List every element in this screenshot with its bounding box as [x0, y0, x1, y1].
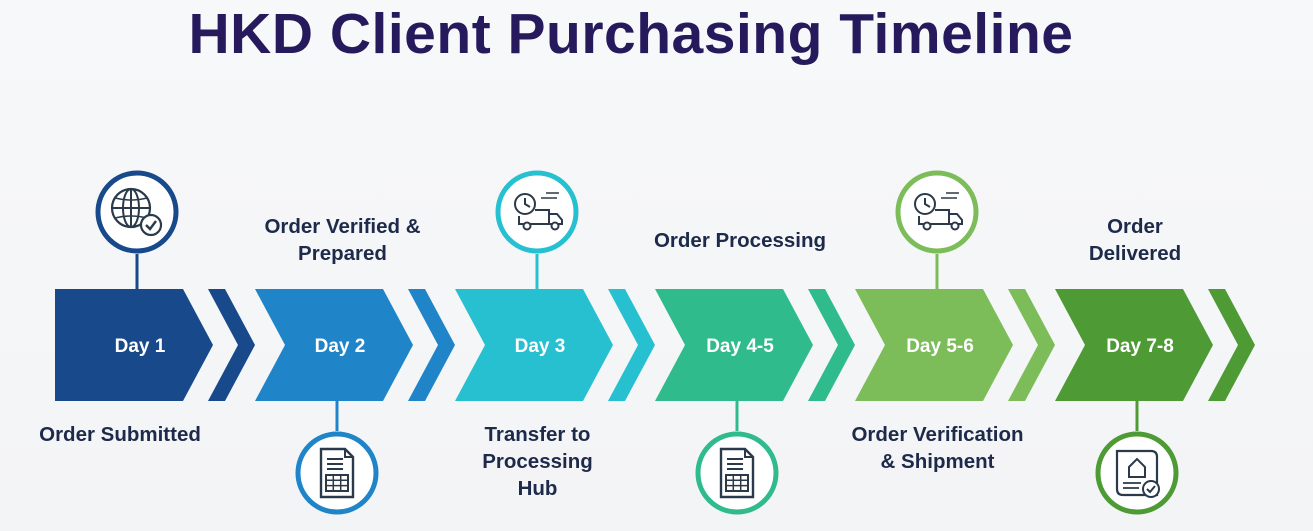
day-label-day7-8: Day 7-8 [1106, 336, 1174, 357]
stage-label-day3: Transfer to Processing Hub [482, 423, 593, 500]
day-label-day5-6: Day 5-6 [906, 336, 974, 357]
chevron-tail-day5-6 [1008, 289, 1055, 401]
delivery-truck-icon [914, 192, 963, 231]
day-label-day1: Day 1 [115, 336, 166, 357]
day-label-day3: Day 3 [515, 336, 566, 357]
chevron-tail-day2 [408, 289, 455, 401]
stage-label-day7-8: Order Delivered [1088, 215, 1182, 265]
delivery-truck-icon [514, 192, 563, 231]
chevron-day7-8 [1055, 289, 1213, 401]
home-document-icon [1115, 449, 1160, 498]
chevron-day5-6 [855, 289, 1013, 401]
stage-label-day4-5: Order Processing [653, 229, 827, 252]
chevron-tail-day1 [208, 289, 255, 401]
page-title: HKD Client Purchasing Timeline [188, 2, 1074, 66]
icon-circle-day1 [95, 170, 179, 254]
chevron-tail-day3 [608, 289, 655, 401]
chevron-tail-day4-5 [808, 289, 855, 401]
chevron-day4-5 [655, 289, 813, 401]
stage-label-day1: Order Submitted [39, 423, 201, 446]
chevron-day2 [255, 289, 413, 401]
stage-label-day2: Order Verified & Prepared [264, 215, 421, 265]
document-icon [719, 447, 755, 499]
chevron-day3 [455, 289, 613, 401]
icon-circle-day5-6 [895, 170, 979, 254]
icon-circle-day3 [495, 170, 579, 254]
chevron-tail-day7-8 [1208, 289, 1255, 401]
document-icon [319, 447, 355, 499]
day-label-day4-5: Day 4-5 [706, 336, 774, 357]
day-label-day2: Day 2 [315, 336, 366, 357]
globe-check-icon [110, 187, 163, 237]
chevron-day1 [55, 289, 213, 401]
stage-label-day5-6: Order Verification & Shipment [851, 423, 1024, 473]
